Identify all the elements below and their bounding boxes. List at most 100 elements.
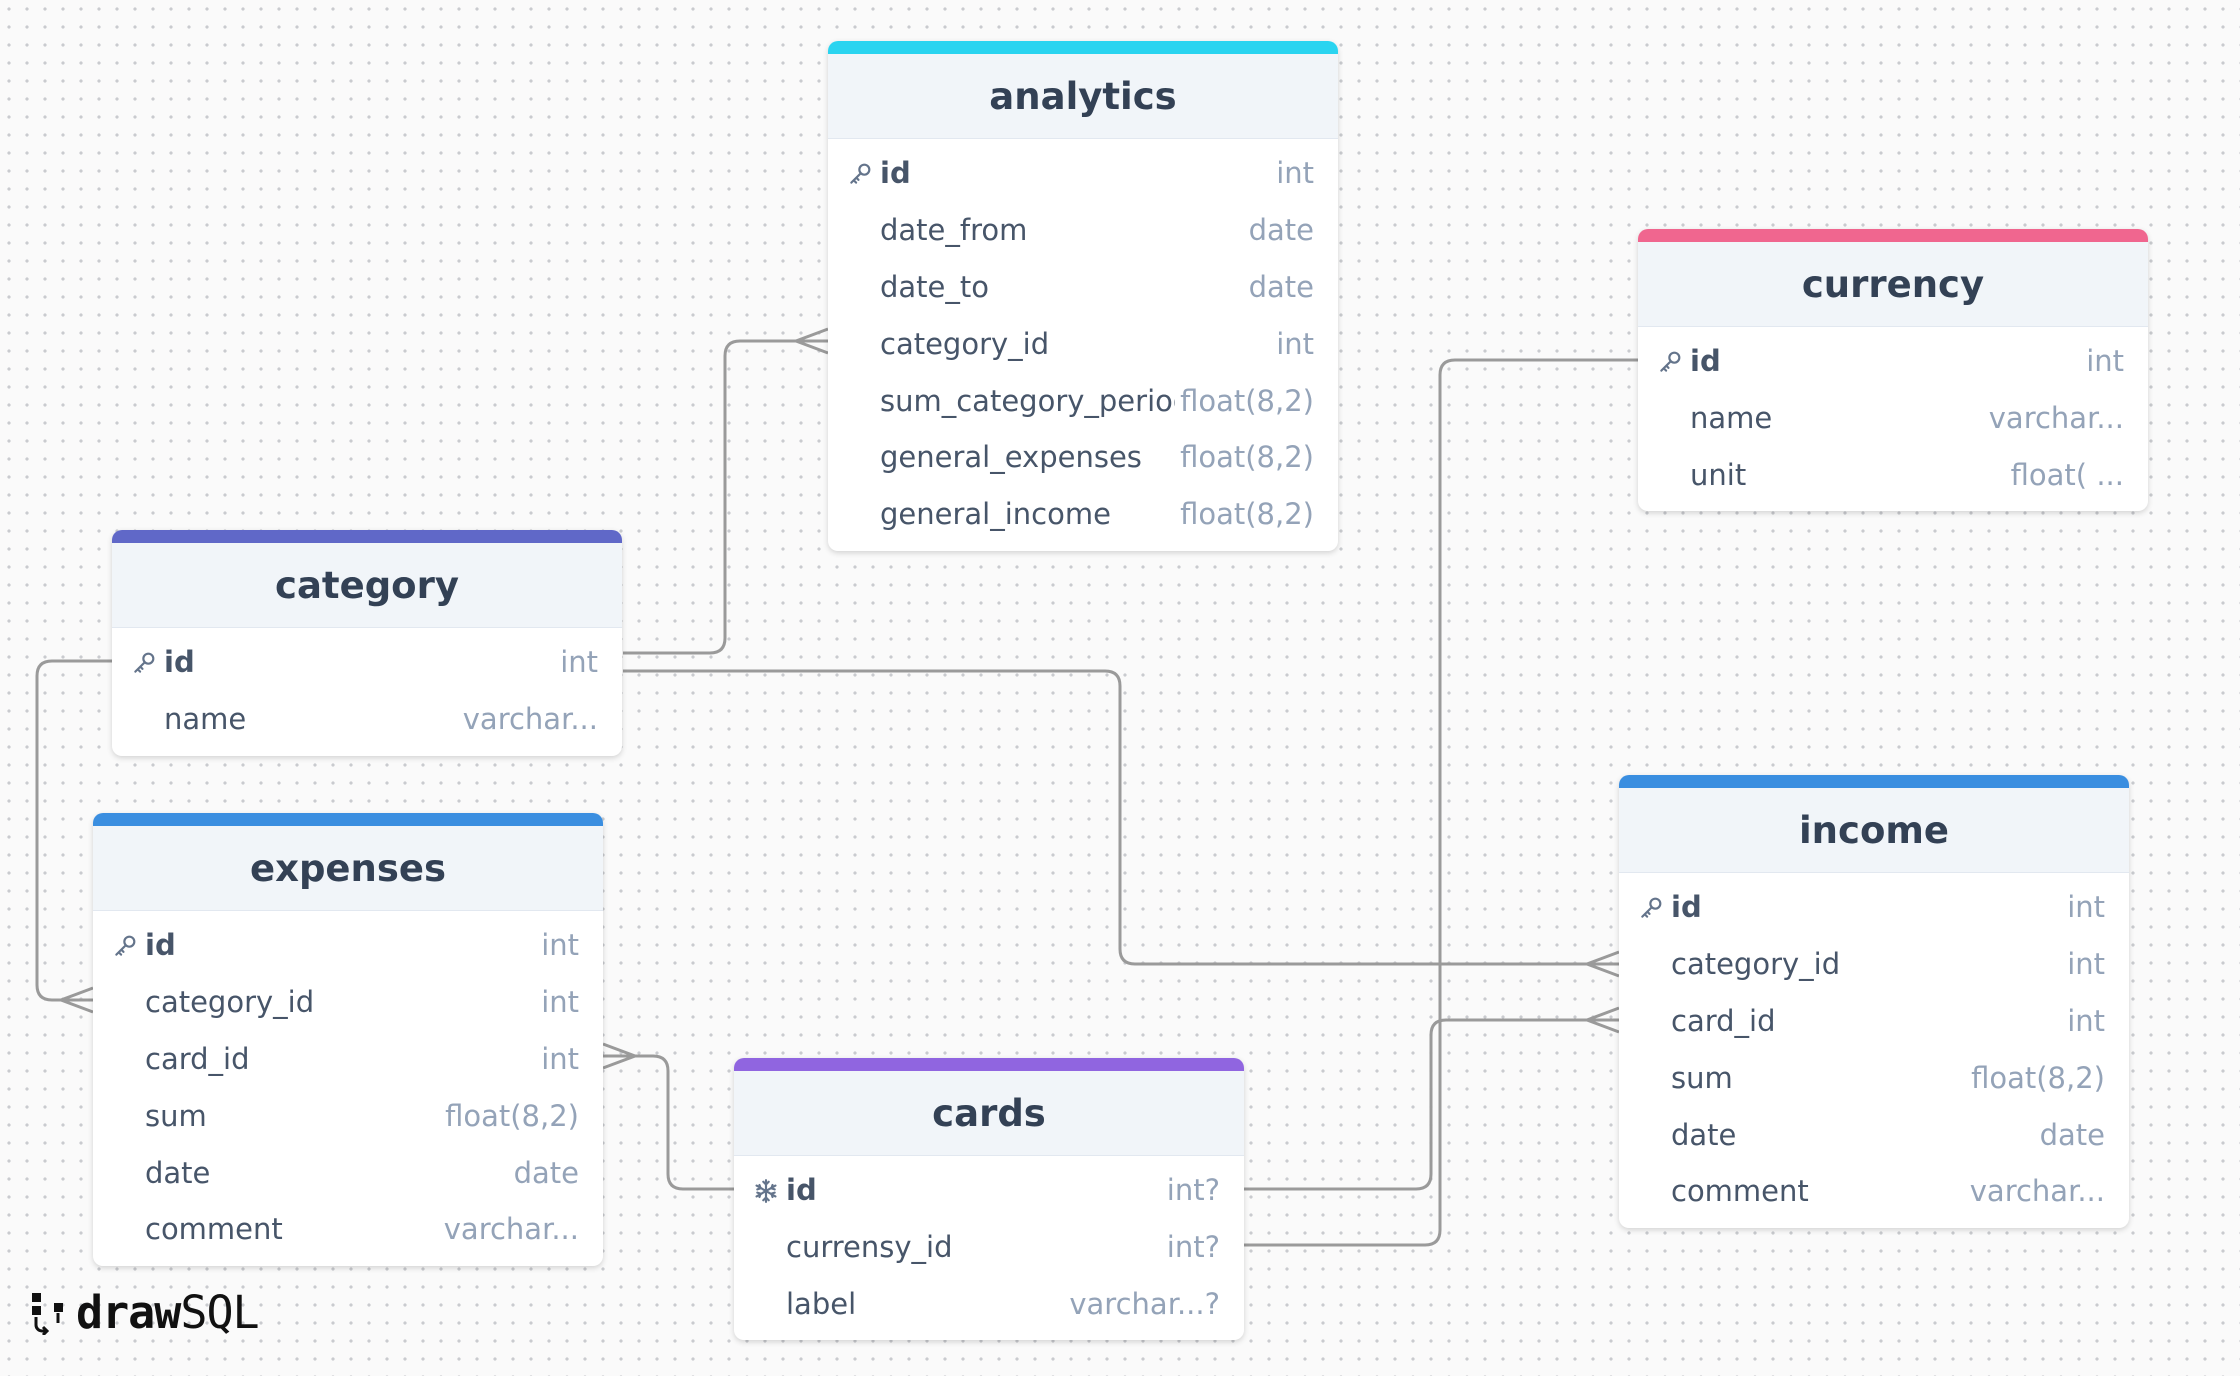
column-row[interactable]: label varchar...? xyxy=(734,1276,1244,1333)
column-type: int xyxy=(2067,890,2105,925)
key-icon xyxy=(131,650,157,676)
column-name: id xyxy=(880,156,911,191)
table-title[interactable]: expenses xyxy=(93,826,603,911)
column-type: int xyxy=(541,985,579,1020)
column-row[interactable]: name varchar... xyxy=(112,691,622,748)
key-icon xyxy=(1657,349,1683,375)
table-title[interactable]: currency xyxy=(1638,242,2148,327)
column-row[interactable]: category_id int xyxy=(828,315,1338,372)
column-type: float(8,2) xyxy=(1180,497,1314,532)
column-name: date xyxy=(1671,1117,1737,1152)
column-name: general_income xyxy=(880,497,1111,532)
column-name: date xyxy=(145,1155,211,1190)
column-type: int xyxy=(541,928,579,963)
column-name: date_to xyxy=(880,269,990,304)
column-name: name xyxy=(164,702,247,737)
column-type: date xyxy=(513,1155,579,1190)
column-row[interactable]: date date xyxy=(93,1144,603,1201)
column-row[interactable]: date date xyxy=(1619,1106,2129,1163)
column-name: id xyxy=(1690,344,1721,379)
table-color-bar xyxy=(734,1058,1244,1071)
column-type: int xyxy=(560,645,598,680)
column-type: float(8,2) xyxy=(1971,1060,2105,1095)
key-icon xyxy=(847,161,873,187)
logo-word-sql: SQL xyxy=(180,1285,259,1339)
table-color-bar xyxy=(828,41,1338,54)
column-type: int? xyxy=(1166,1173,1220,1208)
column-name: id xyxy=(145,928,176,963)
column-type: float(8,2) xyxy=(1180,383,1314,418)
column-row[interactable]: sum float(8,2) xyxy=(1619,1049,2129,1106)
column-type: int? xyxy=(1166,1230,1220,1265)
column-type: varchar...? xyxy=(1069,1286,1220,1321)
column-row[interactable]: general_income float(8,2) xyxy=(828,486,1338,543)
table-color-bar xyxy=(93,813,603,826)
column-name: sum xyxy=(145,1098,207,1133)
key-icon xyxy=(1638,895,1664,921)
column-row[interactable]: card_id int xyxy=(1619,993,2129,1050)
column-name: general_expenses xyxy=(880,440,1142,475)
column-name: sum xyxy=(1671,1060,1733,1095)
column-row[interactable]: id int xyxy=(93,917,603,974)
column-row[interactable]: id int xyxy=(828,145,1338,202)
table-color-bar xyxy=(112,530,622,543)
column-type: int xyxy=(2067,1003,2105,1038)
logo-word-draw: draw xyxy=(76,1285,181,1339)
column-name: comment xyxy=(1671,1174,1809,1209)
drawsql-logo-icon xyxy=(32,1293,63,1335)
column-type: int xyxy=(1276,156,1314,191)
column-row[interactable]: card_id int xyxy=(93,1031,603,1088)
column-name: card_id xyxy=(145,1041,250,1076)
column-type: float( ... xyxy=(2010,457,2124,492)
column-name: label xyxy=(786,1286,857,1321)
column-type: float(8,2) xyxy=(445,1098,579,1133)
column-type: date xyxy=(1248,213,1314,248)
column-row[interactable]: sum float(8,2) xyxy=(93,1087,603,1144)
column-name: unit xyxy=(1690,457,1747,492)
column-name: comment xyxy=(145,1212,283,1247)
column-name: category_id xyxy=(1671,947,1841,982)
table-title[interactable]: income xyxy=(1619,788,2129,873)
column-type: int xyxy=(541,1041,579,1076)
column-name: name xyxy=(1690,401,1773,436)
column-type: int xyxy=(1276,326,1314,361)
table-title[interactable]: category xyxy=(112,543,622,628)
table-color-bar xyxy=(1638,229,2148,242)
column-name: card_id xyxy=(1671,1003,1776,1038)
column-type: date xyxy=(2039,1117,2105,1152)
column-type: varchar... xyxy=(462,702,598,737)
snowflake-icon xyxy=(753,1178,779,1204)
column-type: varchar... xyxy=(443,1212,579,1247)
column-row[interactable]: comment varchar... xyxy=(93,1201,603,1258)
table-title[interactable]: analytics xyxy=(828,54,1338,139)
column-row[interactable]: unit float( ... xyxy=(1638,447,2148,504)
table-title[interactable]: cards xyxy=(734,1071,1244,1156)
column-name: category_id xyxy=(880,326,1050,361)
